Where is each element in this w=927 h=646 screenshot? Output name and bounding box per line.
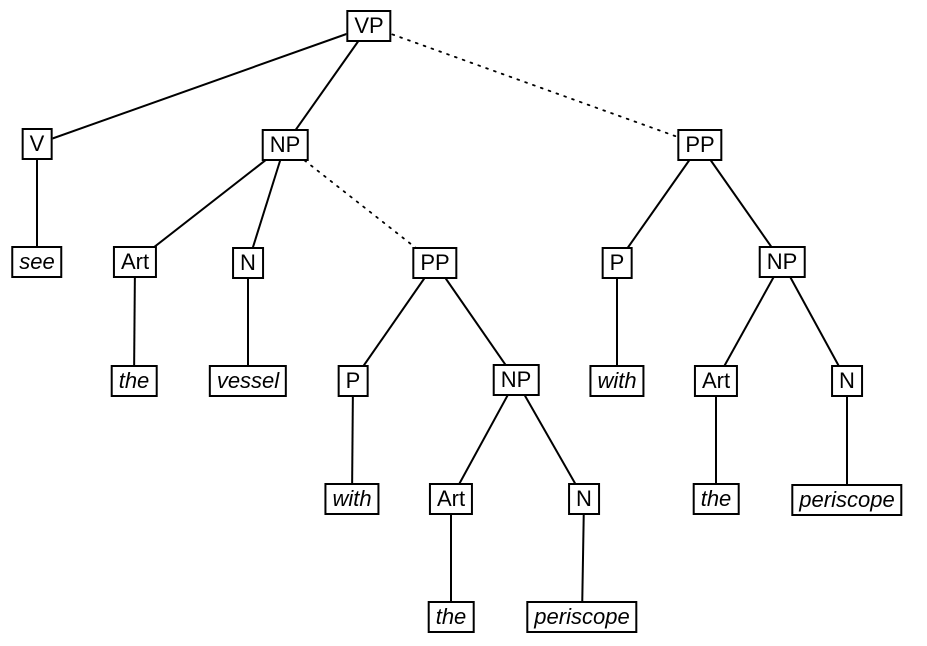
tree-node-p2: P [601, 247, 633, 279]
tree-node-np3: NP [758, 246, 806, 278]
tree-node-periscope1: periscope [526, 601, 638, 633]
tree-edge-pp1-p1 [352, 262, 436, 382]
tree-edge-np1-n1 [247, 144, 286, 264]
tree-edge-np3-n3 [781, 261, 848, 382]
tree-edge-np3-art3 [715, 261, 783, 382]
tree-edge-vp-v [36, 25, 370, 145]
tree-node-with1: with [324, 483, 380, 515]
tree-node-with2: with [589, 365, 645, 397]
tree-node-art3: Art [693, 365, 739, 397]
tree-node-the1: the [110, 365, 158, 397]
tree-edge-vp-pp2 [368, 25, 701, 146]
tree-node-np1: NP [261, 129, 309, 161]
tree-node-the3: the [692, 483, 740, 515]
tree-node-art2: Art [428, 483, 474, 515]
tree-node-periscope2: periscope [791, 484, 903, 516]
tree-edge-vp-np1 [284, 25, 370, 146]
tree-node-n2: N [568, 483, 600, 515]
tree-edge-p1-with1 [351, 380, 354, 500]
tree-edge-np2-art2 [450, 379, 517, 500]
tree-node-n3: N [831, 365, 863, 397]
tree-edge-art1-the1 [133, 261, 136, 382]
tree-edge-np1-art1 [134, 144, 286, 263]
tree-node-p1: P [337, 365, 369, 397]
tree-edge-np1-pp1 [284, 144, 436, 264]
tree-node-see: see [11, 246, 63, 278]
tree-edge-n2-periscope1 [581, 498, 585, 618]
tree-edge-pp2-np3 [699, 144, 783, 263]
tree-node-v: V [21, 128, 53, 160]
tree-edge-pp2-p2 [616, 144, 701, 264]
tree-edge-np2-n2 [515, 379, 585, 500]
tree-node-pp1: PP [412, 247, 458, 279]
tree-node-vessel: vessel [208, 365, 288, 397]
tree-node-pp2: PP [677, 129, 723, 161]
tree-node-vp: VP [346, 10, 392, 42]
tree-node-np2: NP [492, 364, 540, 396]
tree-edge-pp1-np2 [434, 262, 517, 381]
tree-node-art1: Art [112, 246, 158, 278]
tree-node-the2: the [427, 601, 475, 633]
tree-node-n1: N [232, 247, 264, 279]
